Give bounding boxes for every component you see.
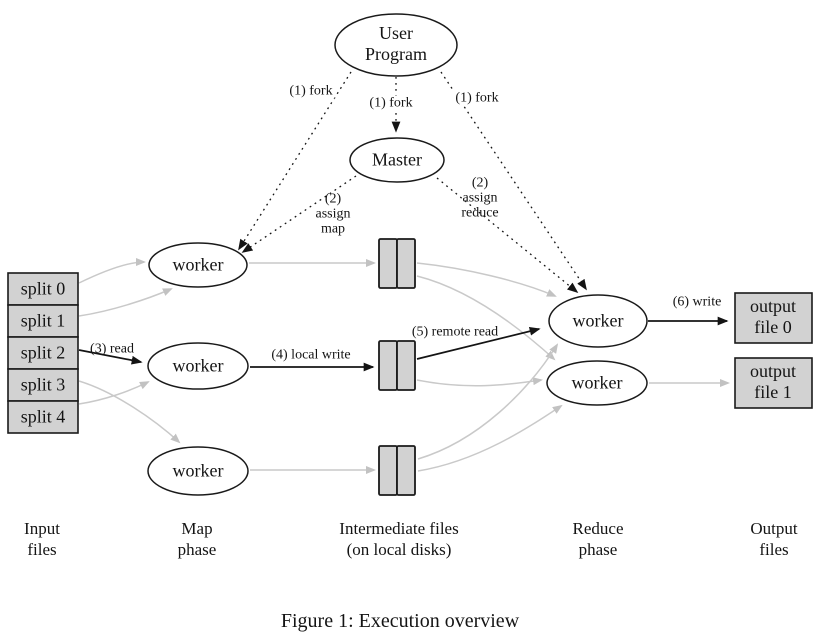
arrow-read — [78, 349, 143, 365]
master-ellipse — [349, 137, 445, 183]
label-line: (2) — [324, 191, 342, 207]
user-program-label: User Program — [365, 23, 427, 65]
phase-reduce: Reduce phase — [573, 518, 624, 560]
phase-input-files: Input files — [24, 518, 60, 560]
output-file-0-box — [734, 292, 813, 344]
phase-map: Map phase — [178, 518, 217, 560]
reduce-worker-1-label: worker — [572, 310, 624, 331]
arrow-split1-worker1 — [78, 288, 173, 317]
label-line: Reduce — [572, 519, 624, 538]
split-4-box — [7, 400, 79, 434]
label-line: files — [759, 540, 789, 559]
input-splits-group — [7, 272, 79, 434]
reduce-worker-2-ellipse — [546, 360, 648, 406]
arrow-fork-map-worker — [238, 71, 352, 251]
split-1-label: split 1 — [20, 310, 66, 331]
process-nodes-group — [147, 13, 648, 496]
fork-left-label: (1) fork — [287, 83, 335, 99]
split-3-label: split 3 — [20, 374, 66, 395]
split-3-box — [7, 368, 79, 402]
output-files-group — [734, 292, 813, 409]
assign-map-label: (2) assign map — [316, 192, 351, 237]
arrow-fork-reduce-worker — [440, 71, 587, 291]
arrow-intermediate1-rworker1 — [416, 262, 557, 297]
label-line: map — [320, 221, 346, 237]
label-line: Intermediate files — [339, 519, 459, 538]
figure-caption: Figure 1: Execution overview — [280, 610, 520, 632]
dotted-arrow-layer — [238, 71, 587, 294]
phase-output-files: Output files — [750, 518, 797, 560]
split-0-label: split 0 — [20, 278, 66, 299]
split-0-box — [7, 272, 79, 306]
split-1-box — [7, 304, 79, 338]
label-line: file 0 — [754, 317, 792, 337]
fork-right-label: (1) fork — [453, 90, 501, 106]
output-file-1-box — [734, 357, 813, 409]
arrow-remote-read — [416, 326, 541, 360]
map-worker-3-ellipse — [147, 446, 249, 496]
intermediate-files-group — [378, 238, 416, 496]
phase-intermediate-files: Intermediate files (on local disks) — [339, 518, 458, 560]
label-line: (on local disks) — [346, 540, 452, 559]
split-2-box — [7, 336, 79, 370]
assign-reduce-label: (2) assign reduce — [461, 176, 498, 221]
label-line: files — [27, 540, 57, 559]
split-4-label: split 4 — [20, 406, 66, 427]
split-2-label: split 2 — [20, 342, 66, 363]
reduce-worker-1-ellipse — [548, 294, 648, 348]
remote-read-label: (5) remote read — [411, 324, 499, 340]
label-line: phase — [177, 540, 217, 559]
map-worker-1-ellipse — [148, 242, 248, 288]
label-line: assign — [462, 190, 498, 206]
output-file-1-label: output file 1 — [750, 361, 796, 403]
label-line: Output — [750, 519, 798, 538]
arrow-split4-worker2 — [78, 381, 150, 405]
label-line: (2) — [471, 175, 489, 191]
label-line: output — [749, 296, 797, 316]
fork-middle-label: (1) fork — [367, 95, 415, 111]
label-line: phase — [578, 540, 618, 559]
reduce-worker-2-label: worker — [571, 372, 623, 393]
arrow-split3-worker3 — [78, 380, 181, 444]
disk-file-icon — [378, 238, 416, 289]
map-worker-1-label: worker — [172, 254, 224, 275]
map-worker-2-ellipse — [147, 342, 249, 390]
map-worker-2-label: worker — [172, 355, 224, 376]
label-line: Input — [24, 519, 60, 538]
user-program-ellipse — [334, 13, 458, 77]
read-label: (3) read — [90, 341, 134, 357]
local-write-label: (4) local write — [271, 347, 351, 363]
label-line: assign — [315, 206, 351, 222]
arrow-intermediate3-rworker2 — [417, 404, 563, 472]
output-file-0-label: output file 0 — [750, 296, 796, 338]
disk-file-icon — [378, 445, 416, 496]
arrow-assign-reduce — [436, 177, 579, 294]
label-line: Program — [365, 44, 427, 64]
write-label: (6) write — [672, 294, 722, 310]
arrow-intermediate1-rworker2 — [416, 275, 556, 361]
master-label: Master — [372, 149, 422, 170]
gray-arrow-layer — [78, 258, 730, 474]
label-line: output — [749, 361, 797, 381]
disk-file-icon — [378, 340, 416, 391]
map-worker-3-label: worker — [172, 460, 224, 481]
label-line: User — [379, 23, 413, 43]
arrow-split0-worker1 — [78, 258, 146, 284]
black-arrow-layer — [78, 316, 729, 372]
label-line: file 1 — [754, 382, 792, 402]
arrow-intermediate2-rworker2 — [416, 377, 543, 387]
label-line: reduce — [461, 205, 499, 221]
label-line: Map — [181, 519, 213, 538]
arrow-intermediate3-rworker1 — [417, 343, 559, 460]
